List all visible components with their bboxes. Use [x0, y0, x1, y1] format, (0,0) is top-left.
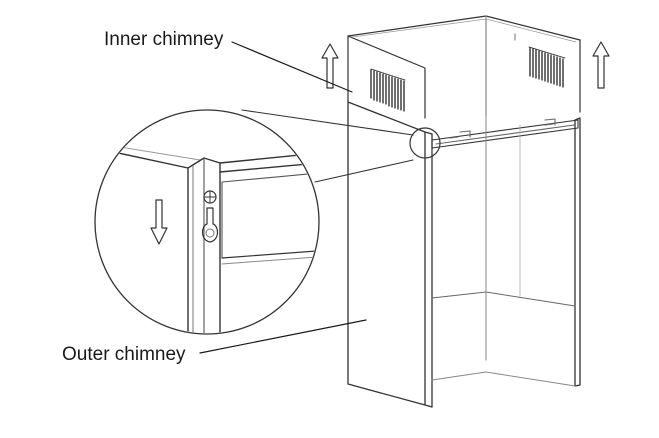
outer-chimney-leader	[199, 319, 367, 354]
arrow-up-icon	[592, 41, 610, 89]
callout-leaders	[199, 41, 367, 354]
arrow-up-icon	[321, 43, 339, 89]
vent-grille-icon	[370, 68, 406, 112]
keyhole-slot-icon	[201, 207, 219, 243]
mounting-bracket	[431, 118, 579, 149]
outer-chimney-label: Outer chimney	[62, 344, 186, 365]
vent-grille-icon	[528, 46, 566, 88]
outer-chimney	[347, 101, 581, 408]
inner-chimney-label: Inner chimney	[104, 29, 224, 50]
inner-chimney-leader	[231, 41, 353, 93]
inner-chimney	[347, 15, 581, 119]
detail-magnifier	[94, 109, 441, 335]
screw-icon	[203, 190, 217, 204]
arrow-down-icon	[150, 199, 168, 245]
